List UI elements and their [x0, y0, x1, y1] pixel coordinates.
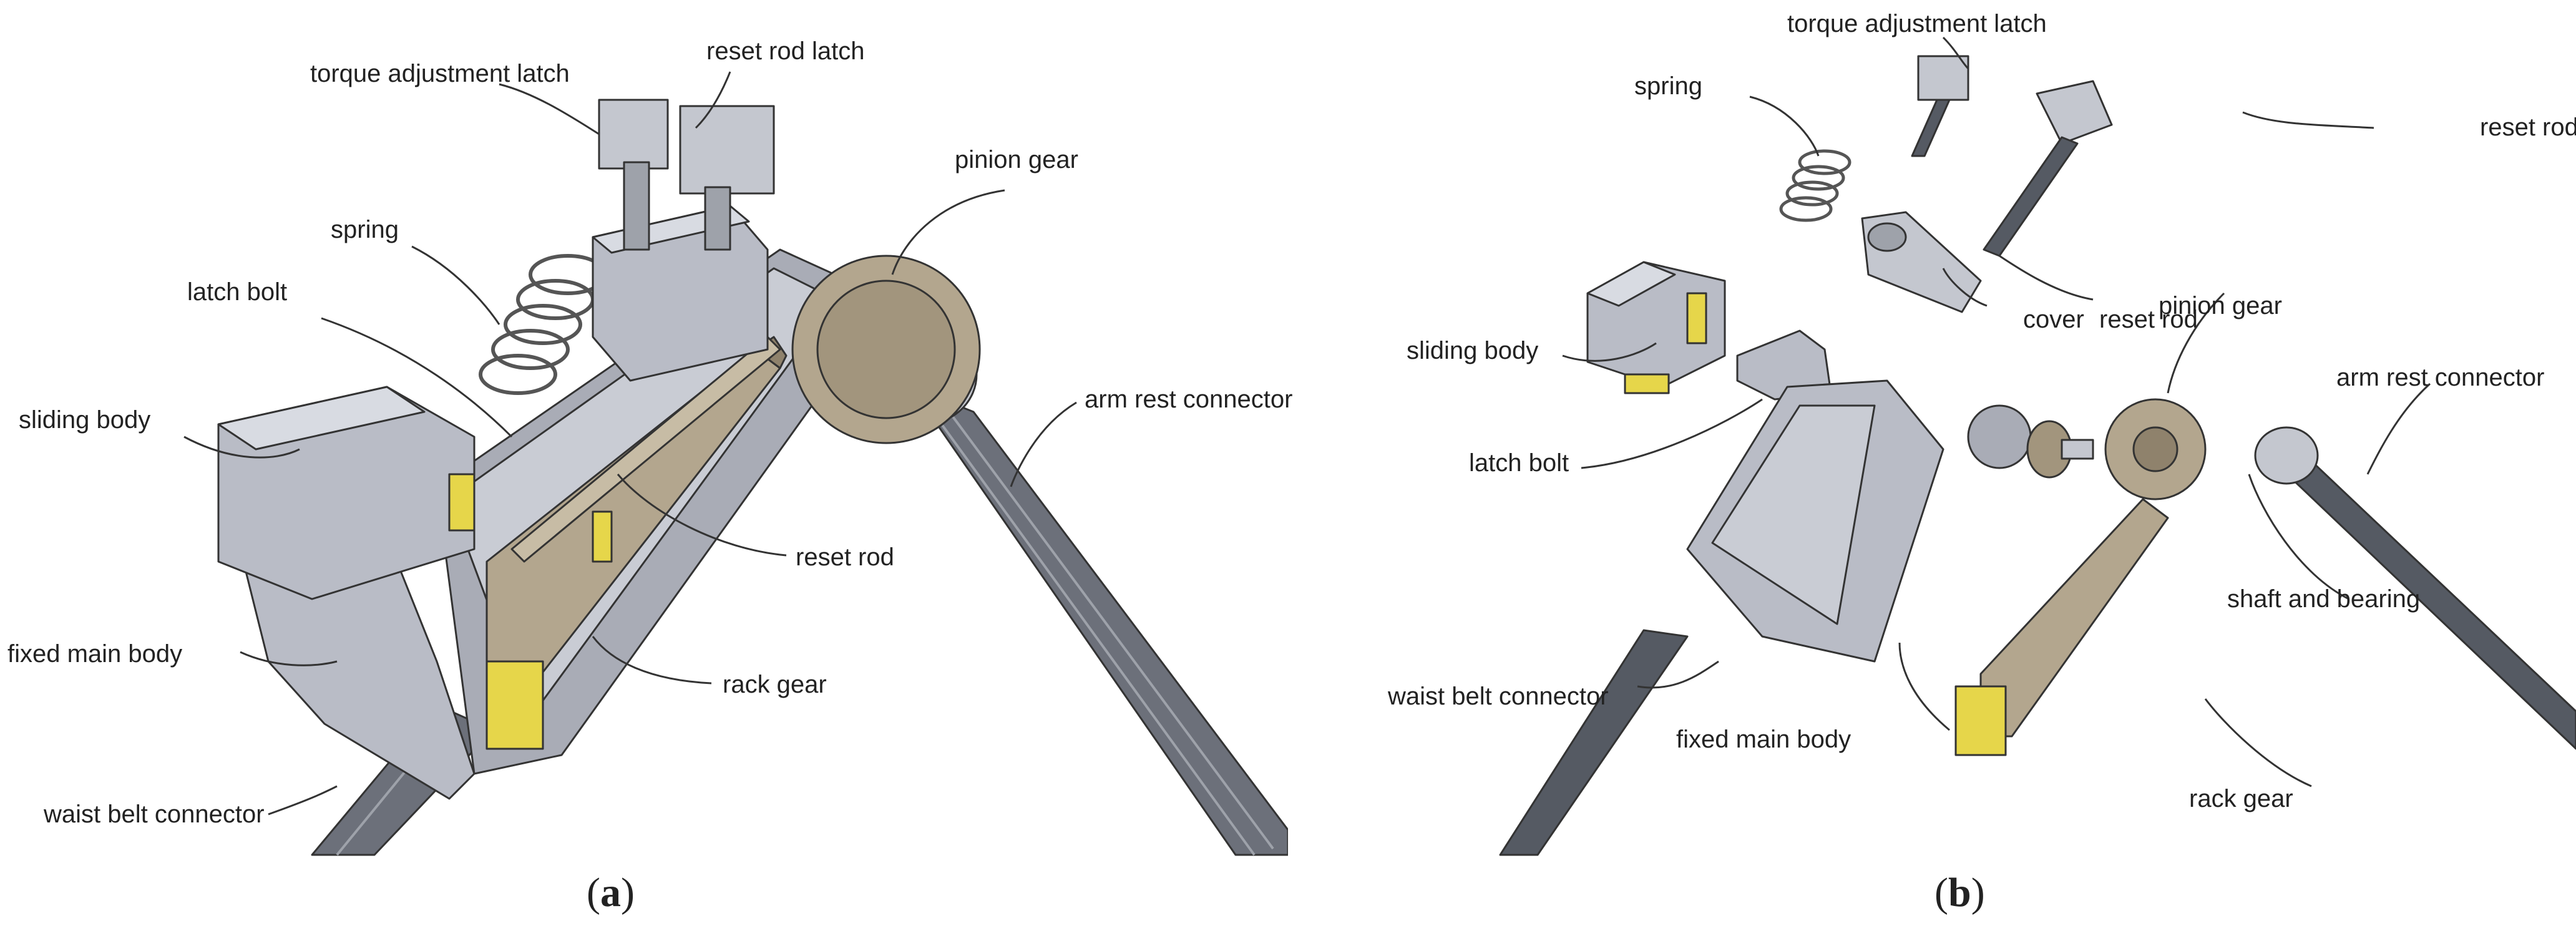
label-latch-bolt-b: latch bolt — [1469, 449, 1569, 477]
rack-gear-shape-b — [1954, 498, 2169, 756]
label-cover-b: cover — [2023, 306, 2084, 333]
torque-latch-shape — [1911, 55, 1969, 157]
panel-exploded: torque adjustment latch spring reset rod… — [1288, 0, 2576, 926]
label-pinion-gear: pinion gear — [955, 146, 1078, 173]
arm-rest-connector-shape-b — [2254, 426, 2576, 750]
exploded-device-illustration — [1499, 36, 2576, 856]
label-reset-rod: reset rod — [796, 543, 894, 571]
label-spring: spring — [331, 216, 399, 243]
label-latch-bolt: latch bolt — [187, 278, 288, 306]
shaft-bearing-shape — [2026, 420, 2094, 479]
assembled-device-illustration — [183, 71, 1288, 856]
caption-a: (a) — [587, 870, 635, 915]
label-rack-gear-b: rack gear — [2189, 785, 2293, 812]
label-waist-belt-connector: waist belt connector — [44, 801, 265, 828]
label-arm-rest-connector-b: arm rest connector — [2336, 364, 2545, 391]
label-torque-adjustment-latch-b: torque adjustment latch — [1787, 10, 2047, 37]
waist-belt-connector-shape-b — [1499, 629, 1689, 856]
label-pinion-gear-b: pinion gear — [2159, 292, 2282, 319]
label-rack-gear: rack gear — [723, 671, 827, 698]
reset-rod-shape — [1983, 80, 2113, 257]
pinion-gear-shape-b — [2104, 398, 2207, 500]
cover-shape — [1861, 211, 1982, 313]
fixed-main-body-shape-b — [1686, 379, 2032, 663]
label-waist-belt-connector-b: waist belt connector — [1388, 683, 1609, 710]
spring-shape-b — [1779, 149, 1852, 222]
sliding-body-shape — [217, 386, 476, 600]
label-arm-rest-connector: arm rest connector — [1085, 386, 1293, 413]
label-reset-rod-b: reset rod — [2099, 306, 2198, 333]
leader-lines-b — [1562, 36, 2431, 787]
label-spring-b: spring — [1634, 72, 1702, 100]
pinion-gear-shape — [791, 255, 981, 444]
panel-assembled: torque adjustment latch reset rod latch … — [7, 37, 1292, 915]
label-reset-rod-latch: reset rod latch — [706, 37, 865, 65]
label-torque-adjustment-latch: torque adjustment latch — [310, 60, 570, 87]
label-reset-rod-latch-b: reset rod latch — [2480, 114, 2576, 141]
caption-b: (b) — [1934, 870, 1985, 915]
label-fixed-main-body: fixed main body — [7, 640, 183, 668]
sliding-body-shape-b — [1586, 261, 1726, 394]
label-sliding-body-b: sliding body — [1407, 337, 1539, 364]
label-fixed-main-body-b: fixed main body — [1676, 726, 1852, 753]
label-shaft-and-bearing-b: shaft and bearing — [2227, 585, 2421, 613]
label-sliding-body: sliding body — [19, 406, 151, 434]
latch-block-shape — [592, 99, 775, 382]
leader-lines-a — [183, 71, 1077, 816]
